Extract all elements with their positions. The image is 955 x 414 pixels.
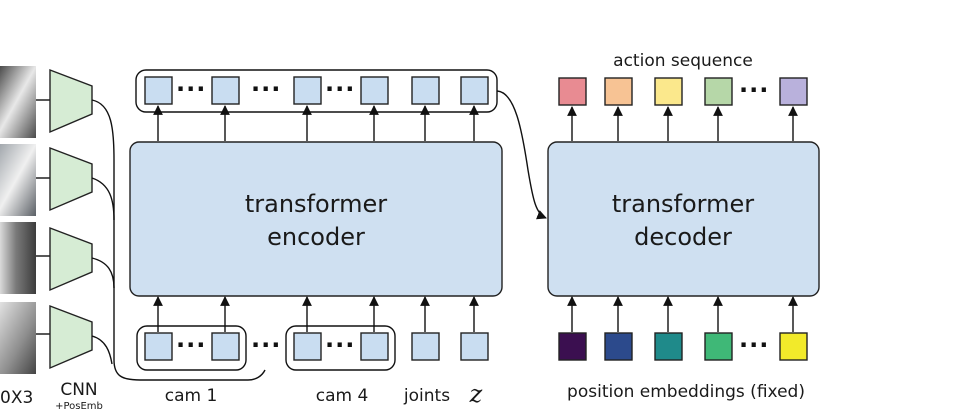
action-token-2 — [604, 77, 633, 106]
decoder-title-line2: decoder — [634, 223, 732, 251]
input-token — [293, 332, 322, 361]
input-token — [211, 332, 240, 361]
ellipsis: ··· — [251, 75, 281, 103]
position-token-4 — [704, 332, 733, 361]
action-token-3 — [654, 77, 683, 106]
cam1-label: cam 1 — [165, 386, 218, 406]
encoder-output-token — [360, 76, 389, 105]
camera-image-2 — [0, 144, 36, 216]
position-embeddings-label: position embeddings (fixed) — [567, 382, 805, 402]
cam1-token-group — [136, 325, 247, 371]
encoder-output-token — [293, 76, 322, 105]
action-sequence-label: action sequence — [613, 51, 753, 71]
cam4-label: cam 4 — [316, 386, 369, 406]
encoder-output-token — [460, 76, 489, 105]
z-token — [460, 332, 489, 361]
image-dims-label: 0X3 — [0, 388, 33, 408]
cnn-label: CNN — [60, 380, 97, 400]
position-token-3 — [654, 332, 683, 361]
ellipsis: ··· — [325, 331, 355, 359]
ellipsis: ··· — [251, 331, 281, 359]
encoder-output-token — [144, 76, 173, 105]
transformer-decoder-block — [547, 141, 820, 297]
z-label: z — [469, 380, 483, 408]
ellipsis: ··· — [176, 75, 206, 103]
cnn-block-2 — [49, 146, 93, 212]
transformer-encoder-block — [129, 141, 503, 297]
encoder-title-line1: transformer — [245, 190, 387, 218]
joints-label: joints — [403, 386, 450, 406]
encoder-to-decoder-arrow — [496, 90, 547, 220]
ellipsis: ··· — [325, 75, 355, 103]
action-token-4 — [704, 77, 733, 106]
cam4-token-group — [285, 325, 396, 371]
action-token-1 — [558, 77, 587, 106]
input-token — [144, 332, 173, 361]
position-token-2 — [604, 332, 633, 361]
decoder-title-line1: transformer — [612, 190, 754, 218]
ellipsis: ··· — [739, 76, 769, 104]
position-token-1 — [558, 332, 587, 361]
camera-image-3 — [0, 222, 36, 294]
ellipsis: ··· — [176, 331, 206, 359]
encoder-title-line2: encoder — [267, 223, 365, 251]
cnn-block-1 — [49, 68, 93, 134]
joints-token — [411, 332, 440, 361]
cnn-output-connector — [91, 99, 266, 381]
position-token-5 — [779, 332, 808, 361]
encoder-output-token — [211, 76, 240, 105]
encoder-output-token — [411, 76, 440, 105]
input-token — [360, 332, 389, 361]
camera-image-1 — [0, 66, 36, 138]
ellipsis: ··· — [739, 331, 769, 359]
posemb-label: +PosEmb — [55, 401, 103, 412]
cnn-block-3 — [49, 226, 93, 292]
camera-image-4 — [0, 302, 36, 374]
action-token-5 — [779, 77, 808, 106]
cnn-block-4 — [49, 304, 93, 370]
